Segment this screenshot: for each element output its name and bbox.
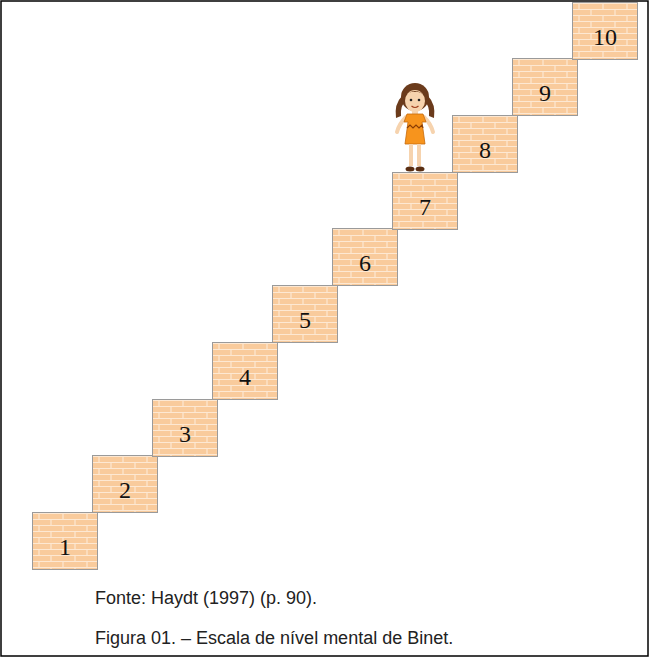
step-number: 6 — [333, 250, 397, 276]
brick-step: 1 — [32, 512, 98, 570]
brick-step: 2 — [92, 455, 158, 513]
source-note: Fonte: Haydt (1997) (p. 90). — [95, 587, 317, 609]
figure-caption: Figura 01. – Escala de nível mental de B… — [95, 627, 453, 649]
step-number: 2 — [93, 477, 157, 503]
step-number: 8 — [453, 137, 517, 163]
step-number: 10 — [573, 24, 637, 50]
brick-step: 5 — [272, 285, 338, 343]
brick-step: 6 — [332, 228, 398, 286]
step-number: 1 — [33, 534, 97, 560]
brick-step: 4 — [212, 342, 278, 400]
step-number: 9 — [513, 80, 577, 106]
step-number: 3 — [153, 421, 217, 447]
brick-step: 8 — [452, 115, 518, 173]
brick-step: 3 — [152, 399, 218, 457]
step-number: 5 — [273, 307, 337, 333]
brick-step: 10 — [572, 2, 638, 60]
step-number: 4 — [213, 364, 277, 390]
brick-step: 9 — [512, 58, 578, 116]
brick-step: 7 — [392, 172, 458, 230]
step-number: 7 — [393, 194, 457, 220]
